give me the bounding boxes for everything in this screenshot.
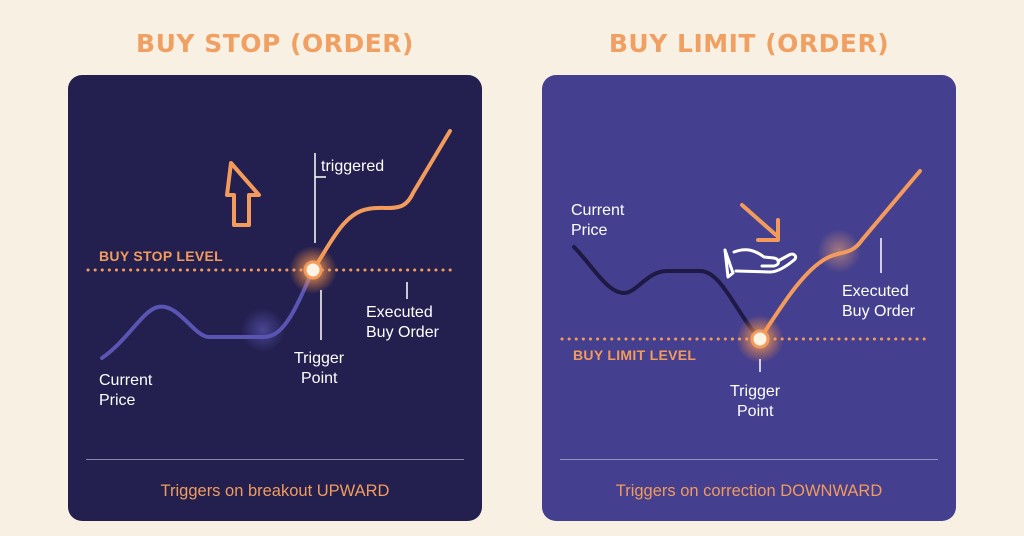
- triggered-bracket: [314, 153, 326, 243]
- limit-current-price-label-1: Current: [571, 202, 625, 219]
- limit-trigger-point-label-2: Point: [737, 403, 774, 420]
- trigger-point-marker: [303, 260, 323, 280]
- up-arrow-icon: [225, 161, 261, 227]
- buy-limit-title: BUY LIMIT (ORDER): [608, 29, 890, 58]
- limit-executed-label-2: Buy Order: [842, 303, 916, 320]
- limit-price-line-before: [572, 245, 762, 341]
- limit-trigger-point-marker: [750, 329, 770, 349]
- buy-limit-footer: Triggers on correction DOWNWARD: [615, 482, 883, 500]
- trigger-point-label-1: Trigger: [294, 350, 345, 367]
- triggered-label: triggered: [321, 158, 384, 175]
- limit-price-line-after: [758, 169, 922, 341]
- buy-stop-divider: [86, 459, 464, 460]
- buy-limit-panel: Current Price BUY LIMIT LEVEL Trigger Po…: [542, 75, 956, 521]
- limit-trigger-point-label-1: Trigger: [730, 383, 781, 400]
- buy-stop-footer: Triggers on breakout UPWARD: [160, 482, 390, 500]
- buy-stop-diagram: BUY STOP LEVEL triggered Trigger Point E…: [86, 129, 458, 409]
- trigger-point-label-2: Point: [301, 370, 338, 387]
- price-line-before: [100, 268, 315, 360]
- buy-stop-level-label: BUY STOP LEVEL: [99, 248, 223, 264]
- executed-label-1: Executed: [366, 304, 433, 321]
- buy-limit-diagram: Current Price BUY LIMIT LEVEL Trigger Po…: [560, 169, 932, 420]
- buy-limit-divider: [560, 459, 938, 460]
- limit-current-price-label-2: Price: [571, 222, 608, 239]
- price-line-after: [311, 129, 452, 272]
- down-arrow-icon: [740, 203, 780, 242]
- executed-label-2: Buy Order: [366, 324, 440, 341]
- buy-stop-title: BUY STOP (ORDER): [136, 29, 414, 58]
- limit-price-glow: [817, 229, 861, 273]
- open-hand-icon: [723, 248, 798, 279]
- current-price-label-2: Price: [99, 392, 136, 409]
- limit-executed-label-1: Executed: [842, 283, 909, 300]
- buy-limit-level-label: BUY LIMIT LEVEL: [573, 347, 696, 363]
- current-price-label-1: Current: [99, 372, 153, 389]
- buy-stop-panel: BUY STOP LEVEL triggered Trigger Point E…: [68, 75, 482, 521]
- price-glow: [241, 308, 285, 352]
